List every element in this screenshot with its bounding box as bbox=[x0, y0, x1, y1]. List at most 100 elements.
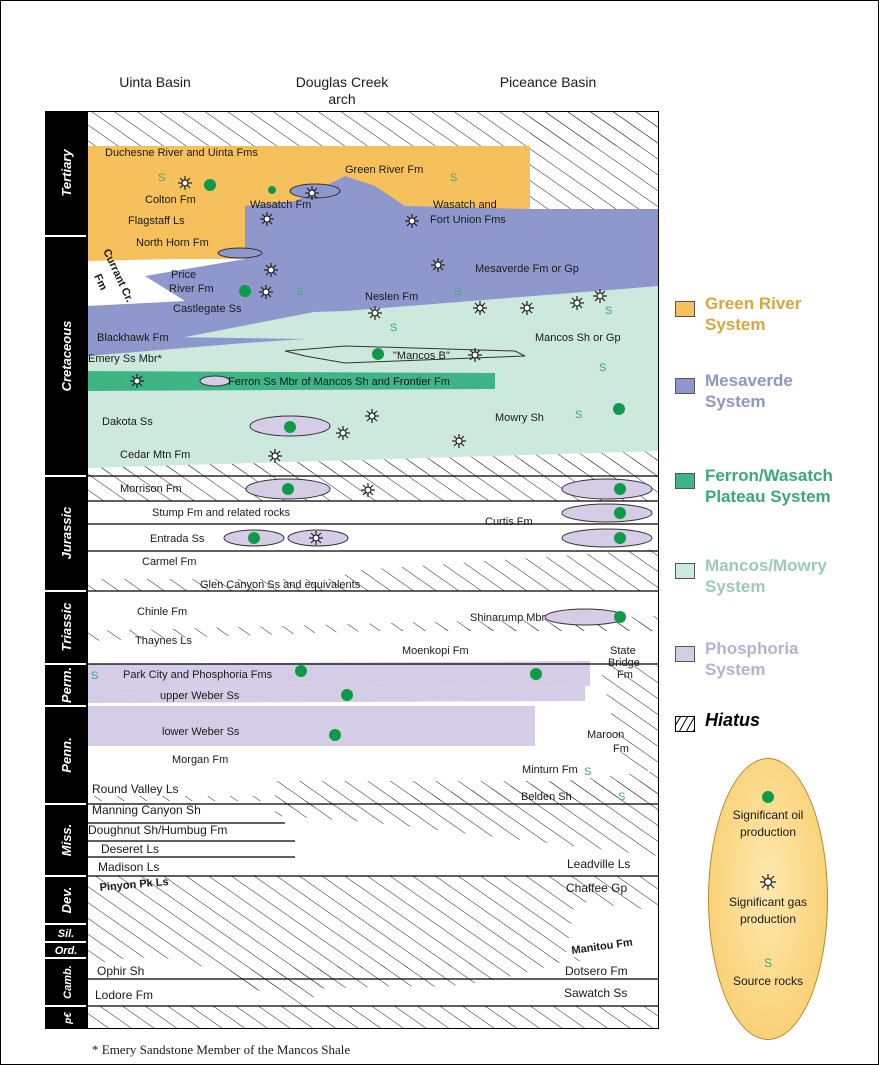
fm-colton: Colton Fm bbox=[145, 194, 196, 206]
fm-mowry: Mowry Sh bbox=[495, 412, 544, 424]
fm-cedar-mtn: Cedar Mtn Fm bbox=[120, 449, 190, 461]
lens-mancos-b bbox=[284, 345, 526, 364]
hiatus-camb bbox=[215, 956, 585, 1006]
gas-sunburst-icon bbox=[309, 531, 323, 545]
stratigraphic-column: Tertiary Cretaceous Jurassic Triassic Pe… bbox=[45, 110, 660, 1030]
symbol-key: Significant oil production Significant g… bbox=[708, 758, 828, 1040]
gas-sunburst-icon bbox=[452, 434, 466, 448]
legend-swatch bbox=[675, 646, 695, 662]
lens-north-horn bbox=[217, 247, 263, 259]
fm-north-horn: North Horn Fm bbox=[136, 237, 209, 249]
gas-sunburst-icon bbox=[361, 483, 375, 497]
fm-shinarump: Shinarump Mbr bbox=[470, 612, 546, 624]
period-pennsylvanian: Penn. bbox=[59, 737, 74, 772]
source-symbol: S bbox=[296, 286, 303, 298]
fm-wasatch: Wasatch Fm bbox=[250, 199, 311, 211]
period-jurassic: Jurassic bbox=[59, 506, 74, 560]
hiatus-dev-ord bbox=[87, 876, 659, 991]
period-permian: Perm. bbox=[59, 667, 74, 703]
gas-sunburst-icon bbox=[260, 212, 274, 226]
legend-swatch bbox=[675, 473, 695, 489]
key-gas-icon bbox=[760, 874, 776, 890]
gas-sunburst-icon bbox=[268, 449, 282, 463]
oil-dot bbox=[341, 689, 353, 701]
fm-state-bridge-3: Fm bbox=[617, 669, 633, 681]
hiatus-moenkopi-top bbox=[87, 621, 659, 641]
fm-green-river: Green River Fm bbox=[345, 164, 423, 176]
key-oil-icon bbox=[762, 791, 774, 803]
fm-park-city: Park City and Phosphoria Fms bbox=[123, 669, 273, 681]
source-symbol: S bbox=[618, 791, 625, 803]
legend-label: Mesaverde System bbox=[705, 371, 793, 411]
fm-duchesne: Duchesne River and Uinta Fms bbox=[105, 147, 258, 159]
lens-ferron bbox=[199, 375, 231, 387]
key-source-label: Source rocks bbox=[732, 974, 804, 988]
hiatus-dakota-base bbox=[87, 458, 659, 473]
hiatus-tertiary-left-top bbox=[87, 111, 659, 146]
ferron-system bbox=[87, 371, 495, 391]
gas-sunburst-icon bbox=[365, 409, 379, 423]
source-symbol: S bbox=[118, 376, 125, 388]
fm-dotsero: Dotsero Fm bbox=[565, 964, 628, 978]
gas-sunburst-icon bbox=[259, 285, 273, 299]
oil-dot bbox=[284, 421, 296, 433]
lens-wasatch bbox=[289, 183, 341, 199]
fm-lower-weber: lower Weber Ss bbox=[162, 726, 240, 738]
footnote: * Emery Sandstone Member of the Mancos S… bbox=[92, 1042, 351, 1057]
gas-sunburst-icon bbox=[264, 263, 278, 277]
fm-minturn: Minturn Fm bbox=[522, 764, 578, 776]
fm-maroon-1: Maroon bbox=[587, 729, 624, 741]
period-silurian: Sil. bbox=[58, 928, 75, 940]
hiatus-carmel bbox=[345, 549, 659, 579]
source-symbol: S bbox=[584, 766, 591, 778]
oil-dot bbox=[530, 668, 542, 680]
oil-dot bbox=[282, 483, 294, 495]
oil-dot bbox=[268, 186, 276, 194]
fm-glen-canyon: Glen Canyon Ss and equivalents bbox=[200, 579, 361, 591]
fm-chaffee: Chaffee Gp bbox=[566, 881, 627, 895]
oil-dot bbox=[614, 611, 626, 623]
oil-dot bbox=[614, 483, 626, 495]
fm-pinyon: Pinyon Pk Ls bbox=[99, 876, 169, 894]
fm-dakota: Dakota Ss bbox=[102, 416, 153, 428]
fm-thaynes: Thaynes Ls bbox=[135, 635, 192, 647]
fm-maroon-2: Fm bbox=[613, 743, 629, 755]
fm-manning: Manning Canyon Sh bbox=[92, 803, 201, 817]
lens-entrada-right bbox=[561, 528, 653, 548]
legend-label: Mancos/Mowry System bbox=[705, 556, 827, 596]
period-devonian: Dev. bbox=[59, 887, 74, 914]
fm-emery: Emery Ss Mbr* bbox=[88, 353, 163, 365]
fm-belden: Belden Sh bbox=[521, 791, 572, 803]
legend-label: Phosphoria System bbox=[705, 639, 799, 679]
fm-moenkopi: Moenkopi Fm bbox=[402, 645, 469, 657]
fm-doughnut: Doughnut Sh/Humbug Fm bbox=[88, 823, 227, 837]
gas-sunburst-icon bbox=[305, 186, 319, 200]
oil-dot bbox=[204, 179, 216, 191]
gas-sunburst-icon bbox=[473, 301, 487, 315]
oil-dot bbox=[239, 285, 251, 297]
hiatus-miss bbox=[275, 781, 659, 856]
fm-round-valley: Round Valley Ls bbox=[92, 782, 179, 796]
fm-stump: Stump Fm and related rocks bbox=[152, 507, 291, 519]
gas-sunburst-icon bbox=[405, 214, 419, 228]
period-cretaceous: Cretaceous bbox=[59, 321, 74, 392]
oil-dot bbox=[614, 532, 626, 544]
source-symbol: S bbox=[599, 362, 606, 374]
fm-wasatch-fort-union-2: Fort Union Fms bbox=[430, 214, 506, 226]
legend-label: Green River System bbox=[705, 294, 802, 334]
period-ordovician: Ord. bbox=[55, 945, 78, 957]
fm-sawatch: Sawatch Ss bbox=[564, 986, 627, 1000]
source-symbol: S bbox=[91, 670, 98, 682]
gas-sunburst-icon bbox=[570, 296, 584, 310]
source-symbol: S bbox=[390, 322, 397, 334]
legend-swatch bbox=[675, 378, 695, 394]
fm-ferron: Ferron Ss Mbr of Mancos Sh and Frontier … bbox=[228, 376, 450, 388]
header-uinta-basin: Uinta Basin bbox=[119, 74, 191, 90]
fm-flagstaff: Flagstaff Ls bbox=[128, 215, 185, 227]
source-symbol: S bbox=[454, 286, 461, 298]
hiatus-swatch bbox=[675, 716, 695, 732]
gas-sunburst-icon bbox=[336, 426, 350, 440]
legend-label: Ferron/Wasatch Plateau System bbox=[705, 466, 833, 506]
oil-dot bbox=[248, 532, 260, 544]
fm-upper-weber: upper Weber Ss bbox=[160, 690, 240, 702]
